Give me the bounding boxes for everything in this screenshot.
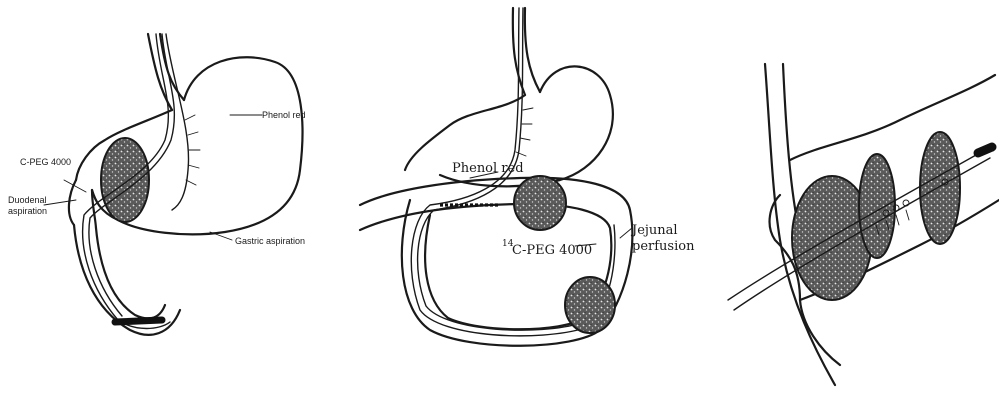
- tube-panel-a: [83, 34, 170, 329]
- label-phenol-red-a: Phenol red: [262, 110, 306, 120]
- intestine-upper-wall: [790, 75, 995, 160]
- panel-c-intestinal-segment-diagram: [728, 64, 999, 385]
- balloon-panel-c-right: [920, 132, 960, 244]
- panel-b-jejunal-loop-diagram: Phenol red 14 C-PEG 4000 Jejunal perfusi…: [360, 8, 695, 346]
- label-phenol-red-b: Phenol red: [452, 161, 524, 176]
- label-aspiration-a: aspiration: [8, 206, 47, 216]
- panel-a-stomach-duodenum-diagram: Phenol red C-PEG 4000 Duodenal aspiratio…: [8, 34, 306, 335]
- balloon-panel-b-lower: [565, 277, 615, 333]
- balloon-panel-c-mid: [859, 154, 895, 258]
- balloon-panel-a: [101, 138, 149, 222]
- label-gastric-aspiration-a: Gastric aspiration: [235, 236, 305, 246]
- label-duodenal-a: Duodenal: [8, 195, 47, 205]
- label-c-peg-b: C-PEG 4000: [512, 243, 592, 258]
- label-perfusion-b: perfusion: [632, 239, 695, 254]
- balloon-panel-b-upper: [514, 176, 566, 230]
- label-jejunal-b: Jejunal: [630, 223, 678, 238]
- label-c-peg-a: C-PEG 4000: [20, 157, 71, 167]
